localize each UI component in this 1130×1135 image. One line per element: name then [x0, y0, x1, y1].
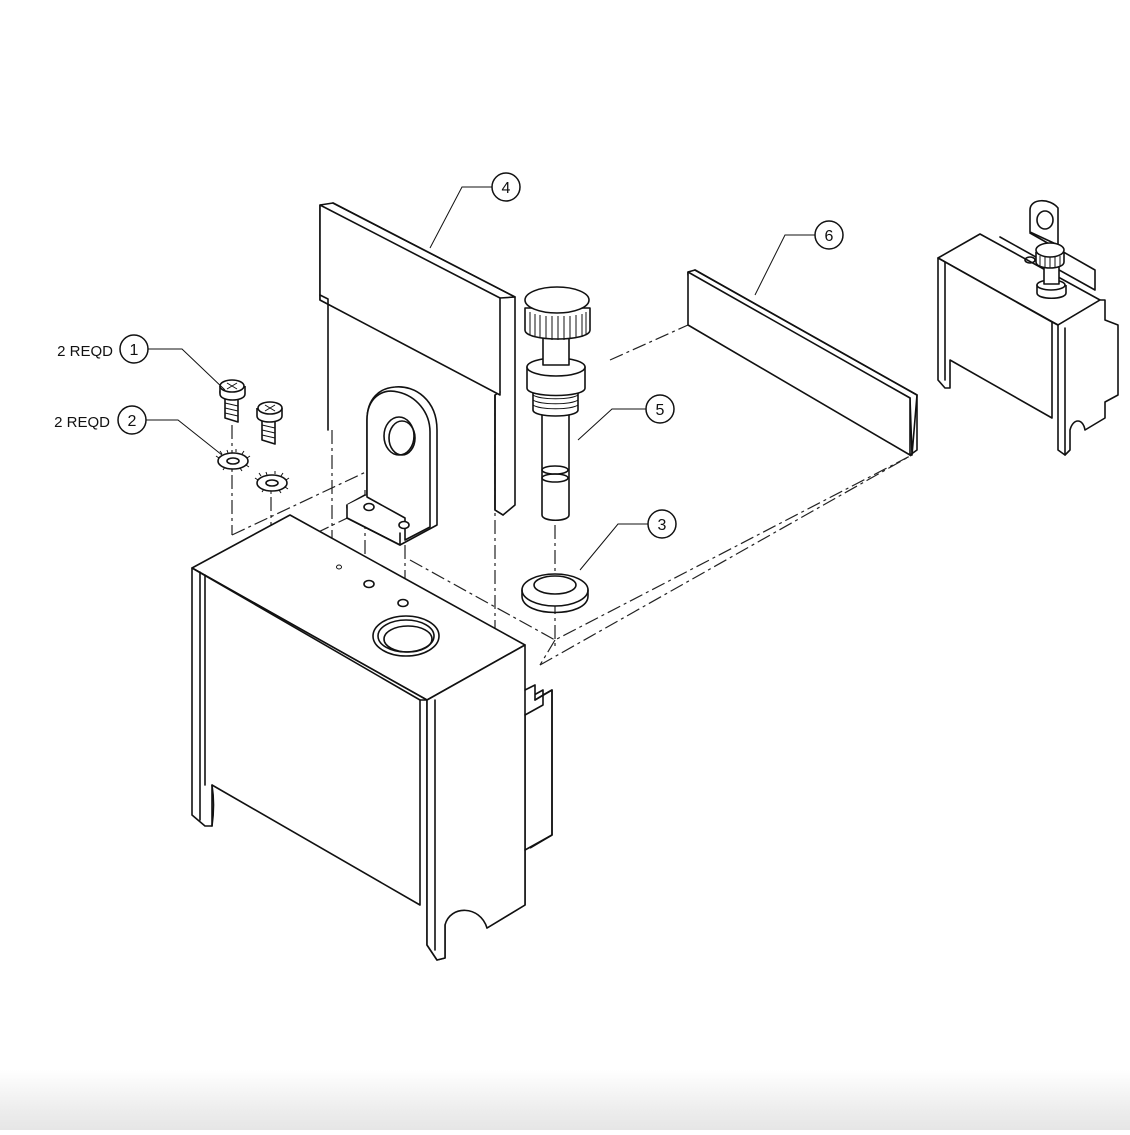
part-3-washer [521, 573, 589, 614]
main-housing [191, 514, 553, 961]
callout-note: 2 REQD [54, 414, 110, 431]
callout-number: 4 [502, 180, 511, 197]
eye-bracket [346, 386, 438, 546]
assembled-view [937, 199, 1119, 456]
callout-5: 5 [645, 394, 675, 424]
part-6-bracket [687, 269, 918, 456]
callout-6: 6 [814, 220, 844, 250]
callout-number: 5 [656, 402, 665, 419]
callout-number: 3 [658, 517, 667, 534]
callout-note: 2 REQD [57, 343, 113, 360]
part-4-plate [319, 202, 516, 516]
callout-3: 3 [647, 509, 677, 539]
part-5-knob-pin [524, 286, 591, 522]
leader-lines [146, 186, 815, 571]
screws-and-washers [215, 379, 290, 494]
callout-4: 4 [491, 172, 521, 202]
callout-number: 1 [130, 342, 139, 359]
bottom-shadow [0, 1070, 1130, 1130]
callout-number: 6 [825, 228, 834, 245]
callout-1: 1 2 REQD [57, 334, 149, 364]
callout-number: 2 [128, 413, 137, 430]
callout-2: 2 2 REQD [54, 405, 147, 435]
